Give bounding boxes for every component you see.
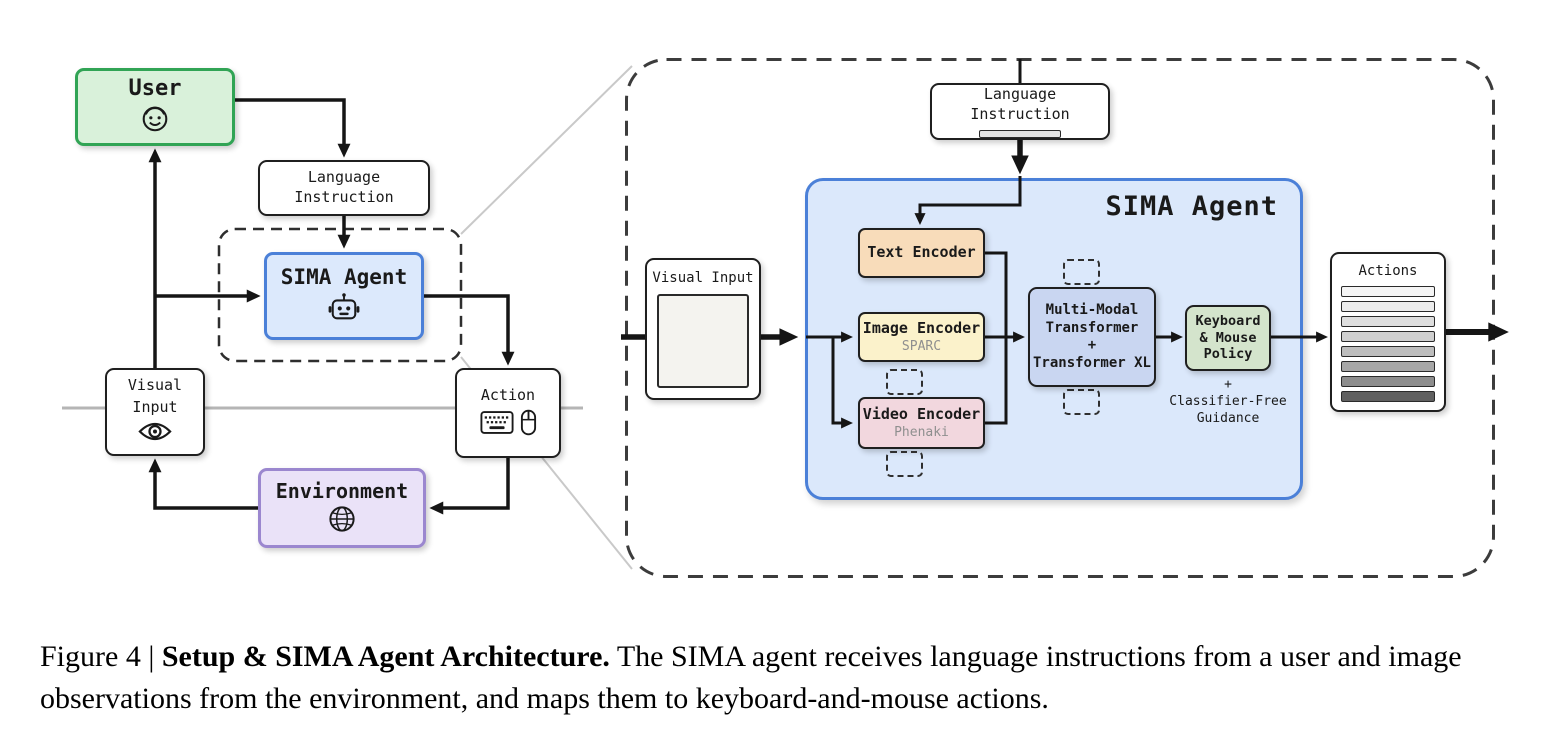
transformer-memory-dashed-box-bottom bbox=[1063, 389, 1100, 415]
instruction-placeholder-bar bbox=[979, 129, 1061, 138]
visual-input-label-line1: Visual bbox=[127, 375, 183, 394]
face-icon bbox=[139, 102, 171, 138]
environment-box: Environment bbox=[258, 468, 426, 548]
image-encoder-box: Image Encoder SPARC bbox=[858, 312, 985, 362]
transformer-label-line1: Multi-Modal bbox=[1045, 302, 1139, 318]
action-bar bbox=[1341, 331, 1435, 343]
sima-agent-label: SIMA Agent bbox=[280, 265, 408, 289]
text-encoder-box: Text Encoder bbox=[858, 228, 985, 278]
language-instruction-label-line1: Language bbox=[307, 168, 381, 187]
architecture-language-instruction-box: Language Instruction bbox=[930, 83, 1110, 140]
video-encoder-memory-dashed-box-bottom bbox=[886, 451, 923, 477]
visual-input-box: Visual Input bbox=[105, 368, 205, 456]
keyboard-mouse-policy-box: Keyboard & Mouse Policy bbox=[1185, 305, 1271, 371]
guidance-line2: Classifier-Free bbox=[1169, 393, 1287, 409]
robot-icon bbox=[327, 292, 361, 327]
action-bar bbox=[1341, 376, 1435, 388]
image-encoder-sublabel: SPARC bbox=[901, 339, 942, 355]
arrow-environment-to-visual-input bbox=[148, 458, 258, 510]
arrow-user-to-language-instruction bbox=[235, 98, 351, 158]
arrow-action-to-environment bbox=[429, 458, 510, 515]
architecture-visual-input-box: Visual Input bbox=[645, 258, 761, 400]
action-bar bbox=[1341, 346, 1435, 358]
policy-label-line2: & Mouse bbox=[1199, 329, 1257, 346]
language-instruction-box: Language Instruction bbox=[258, 160, 430, 216]
action-label: Action bbox=[480, 385, 536, 404]
text-encoder-label: Text Encoder bbox=[867, 243, 976, 262]
sima-agent-box: SIMA Agent bbox=[264, 252, 424, 340]
zoom-guide-line-top bbox=[460, 65, 633, 235]
language-instruction-label-line2: Instruction bbox=[294, 188, 394, 206]
transformer-memory-dashed-box-top bbox=[1063, 259, 1100, 285]
action-bar bbox=[1341, 361, 1435, 373]
caption-figure-number: Figure 4 | bbox=[40, 640, 162, 673]
video-encoder-sublabel: Phenaki bbox=[894, 425, 949, 441]
actions-label: Actions bbox=[1358, 263, 1418, 279]
user-label: User bbox=[128, 76, 182, 101]
policy-label-line3: Policy bbox=[1203, 346, 1253, 363]
architecture-language-instruction-label: Language Instruction bbox=[970, 85, 1070, 123]
visual-input-label-line2: Input bbox=[132, 397, 178, 416]
visual-input-image-placeholder bbox=[657, 294, 749, 389]
action-bar bbox=[1341, 316, 1435, 328]
actions-bar-list bbox=[1341, 286, 1435, 403]
image-encoder-label: Image Encoder bbox=[862, 319, 981, 338]
caption-title: Setup & SIMA Agent Architecture. bbox=[161, 640, 610, 673]
action-bar bbox=[1341, 301, 1435, 313]
action-bar bbox=[1341, 286, 1435, 298]
mouse-icon bbox=[520, 409, 537, 440]
video-encoder-box: Video Encoder Phenaki bbox=[858, 397, 985, 449]
policy-label-line1: Keyboard bbox=[1195, 312, 1261, 329]
sima-agent-panel-title: SIMA Agent bbox=[1105, 191, 1278, 222]
action-box: Action bbox=[455, 368, 561, 458]
architecture-visual-input-label: Visual Input bbox=[652, 270, 754, 286]
guidance-line1: + bbox=[1224, 377, 1232, 392]
transformer-label-line3: + bbox=[1087, 337, 1097, 353]
caption-text: The SIMA agent receives language instruc… bbox=[40, 640, 1462, 715]
video-encoder-memory-dashed-box-top bbox=[886, 369, 923, 395]
arrow-sima-to-action bbox=[424, 294, 515, 366]
classifier-free-guidance-note: + Classifier-Free Guidance bbox=[1163, 377, 1293, 428]
multimodal-transformer-box: Multi-Modal Transformer + Transformer XL bbox=[1028, 287, 1156, 387]
user-box: User bbox=[75, 68, 235, 146]
transformer-label-line2: Transformer bbox=[1045, 319, 1139, 336]
globe-icon bbox=[327, 504, 357, 538]
eye-icon bbox=[137, 419, 173, 448]
transformer-label-line4: Transformer XL bbox=[1032, 354, 1151, 371]
action-bar bbox=[1341, 391, 1435, 403]
keyboard-icon bbox=[479, 410, 514, 439]
environment-label: Environment bbox=[275, 478, 409, 503]
video-encoder-label: Video Encoder bbox=[862, 405, 981, 424]
actions-box: Actions bbox=[1330, 252, 1446, 412]
figure-caption: Figure 4 | Setup & SIMA Agent Architectu… bbox=[40, 636, 1537, 720]
guidance-line3: Guidance bbox=[1196, 410, 1260, 426]
